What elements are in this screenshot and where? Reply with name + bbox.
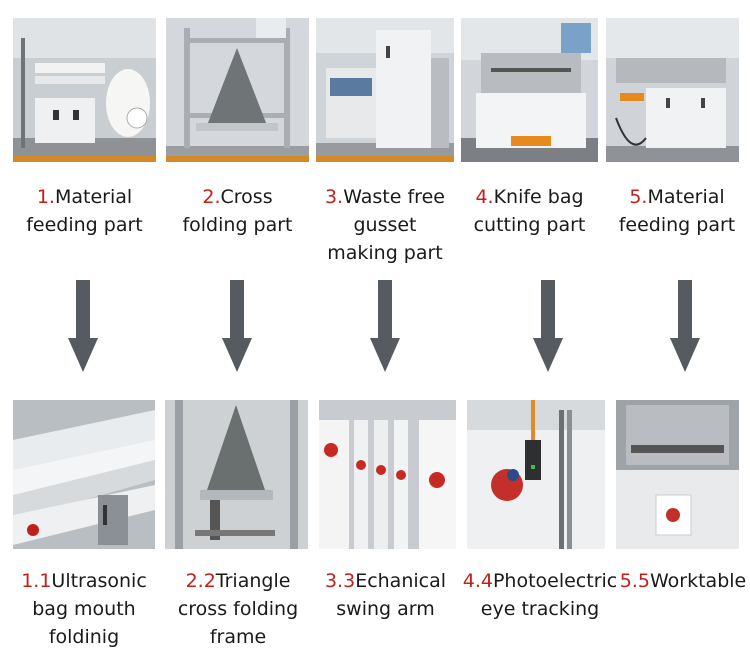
step-1-caption: 1.Material feeding part	[13, 183, 156, 239]
swing-arm-bags-photo	[319, 400, 456, 549]
detail-2-line3: frame	[209, 626, 267, 648]
detail-4-line1: Photoelectric	[492, 570, 618, 592]
detail-2-caption: 2.2Triangle cross folding frame	[158, 567, 318, 651]
detail-4-caption: 4.4Photoelectric eye tracking	[455, 567, 625, 623]
step-1-number: 1.	[36, 186, 55, 208]
step-2-line2: folding part	[182, 214, 293, 236]
detail-4-line2: eye tracking	[480, 598, 600, 620]
knife-cutting-machine-photo	[461, 18, 598, 162]
down-arrow-3-icon	[370, 280, 400, 372]
step-4-number: 4.	[475, 186, 494, 208]
step-3-line2: gusset	[353, 214, 417, 236]
down-arrow-2-icon	[222, 280, 252, 372]
step-1-line2: feeding part	[26, 214, 143, 236]
detail-4-number: 4.4	[462, 570, 493, 592]
detail-2-line2: cross folding	[177, 598, 299, 620]
detail-3-line1: Echanical	[355, 570, 447, 592]
step-3-line1: Waste free	[343, 186, 445, 208]
step-3-caption: 3.Waste free gusset making part	[310, 183, 460, 267]
step-4-line2: cutting part	[473, 214, 586, 236]
detail-3-number: 3.3	[324, 570, 356, 592]
step-4-line1: Knife bag	[493, 186, 584, 208]
step-5-line1: Material	[647, 186, 725, 208]
detail-1-line3: foldinig	[48, 626, 120, 648]
detail-1-line2: bag mouth	[32, 598, 136, 620]
photoelectric-sensor-photo	[467, 400, 605, 549]
step-3-number: 3.	[325, 186, 344, 208]
step-4-caption: 4.Knife bag cutting part	[457, 183, 602, 239]
detail-3-line2: swing arm	[336, 598, 435, 620]
down-arrow-4-icon	[533, 280, 563, 372]
step-5-caption: 5.Material feeding part	[604, 183, 750, 239]
step-2-caption: 2.Cross folding part	[163, 183, 312, 239]
step-1-line1: Material	[54, 186, 133, 208]
step-3-line3: making part	[327, 242, 443, 264]
detail-1-number: 1.1	[21, 570, 52, 592]
detail-3-caption: 3.3Echanical swing arm	[308, 567, 463, 623]
machine-material-feeding-photo	[13, 18, 156, 162]
detail-5-number: 5.5	[619, 570, 650, 592]
detail-2-number: 2.2	[185, 570, 216, 592]
step-5-line2: feeding part	[618, 214, 736, 236]
down-arrow-1-icon	[68, 280, 98, 372]
down-arrow-5-icon	[670, 280, 700, 372]
worktable-photo	[616, 400, 739, 549]
detail-1-line1: Ultrasonic	[51, 570, 147, 592]
material-feeding-machine-photo	[606, 18, 739, 162]
detail-2-line1: Triangle	[215, 570, 291, 592]
detail-5-caption: 5.5Worktable	[616, 567, 750, 595]
step-2-number: 2.	[202, 186, 221, 208]
triangle-frame-photo	[165, 400, 308, 549]
cross-folding-frame-photo	[166, 18, 309, 162]
step-5-number: 5.	[629, 186, 648, 208]
ultrasonic-rollers-photo	[13, 400, 155, 549]
gusset-making-cabinet-photo	[316, 18, 454, 162]
detail-5-line1: Worktable	[649, 570, 747, 592]
detail-1-caption: 1.1Ultrasonic bag mouth foldinig	[4, 567, 164, 651]
step-2-line1: Cross	[220, 186, 273, 208]
